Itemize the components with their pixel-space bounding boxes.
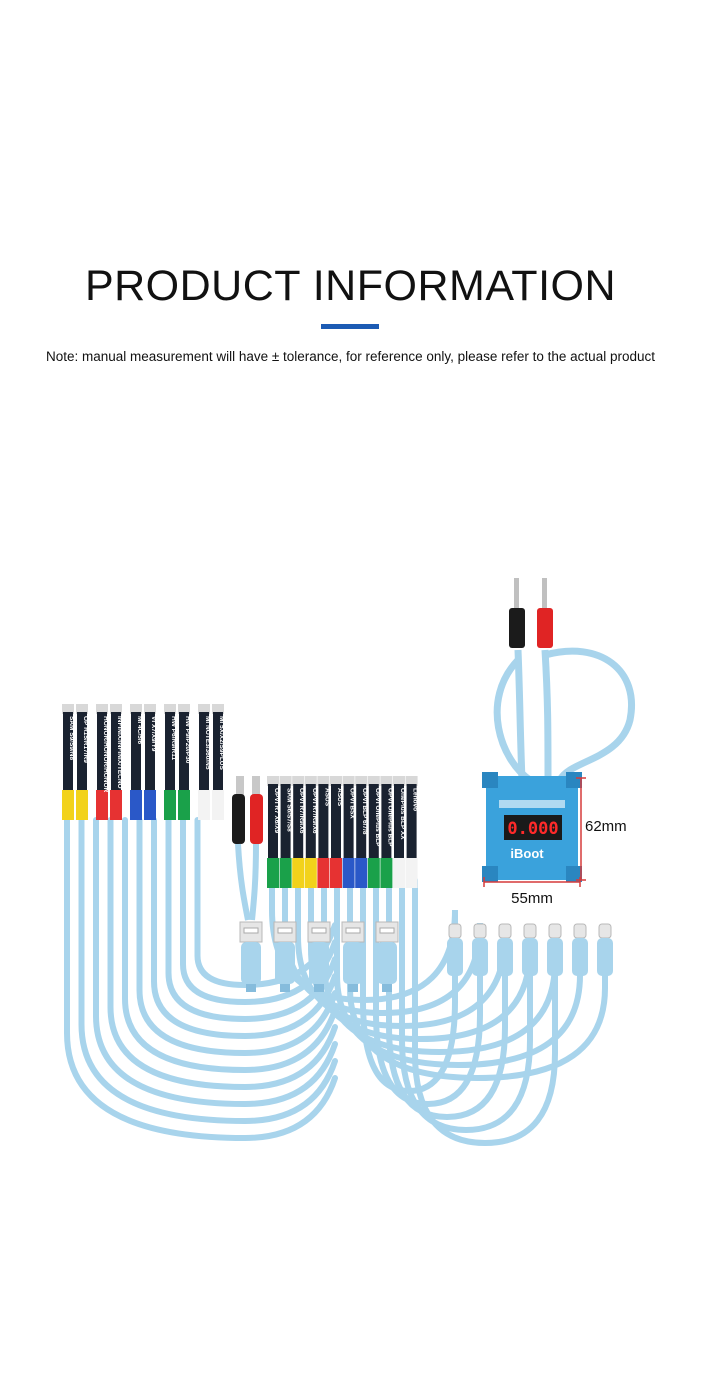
- cable-loop-right: [412, 877, 558, 1147]
- tip-board-left: VI X7/X9/Y9: [144, 704, 157, 820]
- tip-board-right: ASUS: [330, 776, 343, 888]
- tip-board-right: OPVI BLP 6/7/8: [355, 776, 368, 888]
- tip-label: INFINIX/INFINIX/TECNO: [116, 716, 123, 789]
- tip-label: Lenovo: [412, 788, 419, 811]
- tip-label: ASUS: [336, 788, 343, 807]
- height-dimension: 62mm: [576, 777, 627, 881]
- tip-label: OPVI BSX: [349, 788, 356, 819]
- cable-loop-left: [122, 817, 338, 1074]
- usb-c-connector: [597, 923, 613, 976]
- banana-plug-red: [537, 578, 553, 648]
- tip-label: OnePlus BLP XX: [399, 788, 406, 840]
- cable-loop-right: [334, 877, 583, 1069]
- iboot-device: 0.000 iBoot: [482, 772, 582, 882]
- usb-c-connectors: [447, 923, 613, 976]
- tip-board-right: ASUS: [317, 776, 330, 888]
- cable-loop-left: [136, 817, 338, 1057]
- cable-loop-left: [78, 817, 338, 1125]
- cable-loop-left: [151, 817, 338, 1040]
- cable-loop-left: [107, 817, 338, 1091]
- power-cable: [493, 647, 635, 783]
- tip-label: HW P6/R9/R11: [170, 716, 177, 760]
- tip-board-right: OPVI BSX: [342, 776, 356, 888]
- cable-loop-right: [347, 877, 608, 1082]
- tip-label: MI 5X/X2/S9PLUS: [218, 716, 225, 770]
- usb-a-connector: [307, 921, 331, 992]
- cable-loop-right: [321, 877, 558, 1056]
- device-screen: [504, 815, 562, 840]
- usb-a-connector: [273, 921, 297, 992]
- usb-c-connector: [472, 923, 488, 976]
- tip-label: VI X7/X9/Y9: [150, 716, 157, 752]
- tip-label: OPVI OnePlus BLP: [374, 788, 381, 847]
- tip-label: OPVI R7 X6/X9: [273, 788, 280, 834]
- tip-label: MI 4C/5/6: [136, 716, 143, 745]
- tip-board-left: HONOR/HONOR/HONOR: [96, 704, 109, 820]
- tip-label: OP R15/R17/R9: [82, 716, 89, 763]
- width-dimension-label: 55mm: [511, 890, 553, 907]
- width-dimension: 55mm: [483, 877, 581, 907]
- cable-loop-right: [399, 877, 533, 1134]
- tip-group-left: SAM S9/S9/N8 OP R15/R17/R9 HONOR/HONOR/HON…: [62, 704, 225, 820]
- usb-a-connector: [375, 921, 399, 992]
- title-accent-bar: [321, 324, 379, 329]
- device-brand-label: iBoot: [510, 846, 544, 861]
- usb-a-connectors: [239, 921, 399, 992]
- tip-board-left: INFINIX/INFINIX/TECNO: [110, 704, 123, 820]
- tip-board-right: Lenovo: [405, 776, 419, 888]
- tip-board-right: OPVI OnePlus BLP: [367, 776, 381, 888]
- usb-c-connector: [547, 923, 563, 976]
- tip-board-left: HW P9/P20/P30: [178, 704, 191, 820]
- banana-plug-black: [509, 578, 525, 648]
- tip-board-right: OPVI R7 X6/X9: [267, 776, 280, 888]
- tip-label: MI NOTE3/360/N5: [204, 716, 211, 770]
- tip-label: HONOR/HONOR/HONOR: [102, 716, 109, 793]
- cable-loop-right: [373, 877, 483, 1108]
- tip-board-right: SAM S6/S7/S8: [279, 776, 293, 888]
- device-display-readout: 0.000: [507, 819, 558, 839]
- tip-label: SAM S9/S9/N8: [68, 716, 75, 760]
- tip-label: OPVI R7/R9/X6: [311, 788, 318, 834]
- tip-board-left: SAM S9/S9/N8: [62, 704, 75, 820]
- alligator-clips: [232, 776, 263, 921]
- tip-board-left: HW P6/R9/R11: [164, 704, 177, 820]
- tip-board-right: OPVI R7/R9/X6: [304, 776, 318, 888]
- cable-loop-left: [64, 817, 338, 1142]
- tip-board-left: MI 4C/5/6: [130, 704, 143, 820]
- tip-board-left: MI 5X/X2/S9PLUS: [212, 704, 225, 820]
- tip-label: ASUS: [323, 788, 330, 807]
- usb-c-connector: [572, 923, 588, 976]
- usb-a-connector: [239, 921, 263, 992]
- tip-label: HW P9/P20/P30: [184, 716, 191, 764]
- usb-c-connector: [497, 923, 513, 976]
- tip-board-right: OnePlus BLP XX: [393, 776, 406, 888]
- cable-loop-left: [93, 817, 338, 1108]
- tip-board-right: OPVI R7/R9/X6: [292, 776, 305, 888]
- tip-label: OPVI OnePlus BLP: [386, 788, 393, 847]
- tip-group-right: OPVI R7 X6/X9 SAM S6/S7/S8 OPVI R7/R9/X6 OP…: [267, 776, 419, 888]
- tip-board-right: OPVI OnePlus BLP: [380, 776, 393, 888]
- tip-label: SAM S6/S7/S8: [286, 788, 293, 832]
- cable-loop-right: [386, 877, 508, 1121]
- tip-label: OPVI BLP 6/7/8: [361, 788, 368, 835]
- usb-a-connector: [341, 921, 365, 992]
- height-dimension-label: 62mm: [585, 818, 627, 835]
- page-title: PRODUCT INFORMATION: [84, 262, 617, 310]
- tip-board-left: MI NOTE3/360/N5: [198, 704, 211, 820]
- tip-label: OPVI R7/R9/X6: [298, 788, 305, 834]
- measurement-note: Note: manual measurement will have ± tol…: [46, 349, 655, 364]
- tip-board-left: OP R15/R17/R9: [76, 704, 89, 820]
- usb-c-connector: [522, 923, 538, 976]
- usb-c-connector: [447, 923, 463, 976]
